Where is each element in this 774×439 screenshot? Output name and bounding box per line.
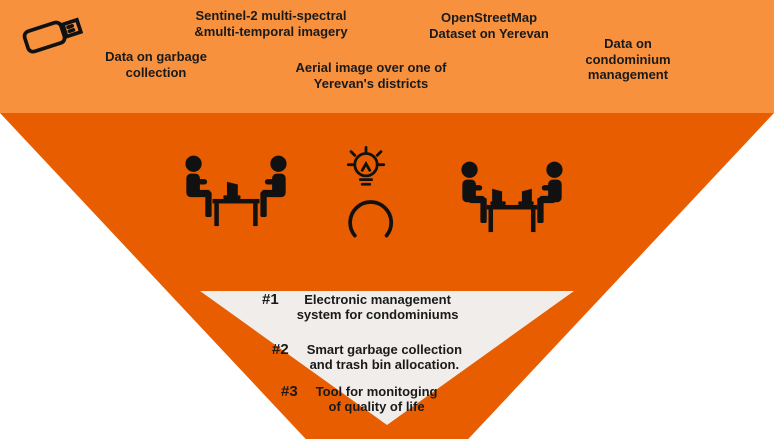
- team-meeting-table-icon: [180, 152, 292, 231]
- output-label-1: Electronic management system for condomi…: [296, 292, 459, 322]
- output-number-3: #3: [281, 383, 298, 400]
- output-row-1: #1 Electronic management system for cond…: [262, 292, 459, 322]
- input-label-condominium: Data on condominium management: [585, 36, 671, 82]
- output-row-3: #3 Tool for monitoging of quality of lif…: [281, 384, 437, 414]
- input-label-garbage: Data on garbage collection: [105, 49, 207, 80]
- output-number-1: #1: [262, 291, 279, 308]
- pair-working-laptops-icon: [456, 158, 568, 237]
- input-label-openstreetmap: OpenStreetMap Dataset on Yerevan: [429, 10, 549, 41]
- output-number-2: #2: [272, 341, 289, 358]
- output-label-2: Smart garbage collection and trash bin a…: [306, 342, 463, 372]
- output-row-2: #2 Smart garbage collection and trash bi…: [272, 342, 462, 372]
- usb-flash-drive-icon: [17, 4, 96, 64]
- output-label-3: Tool for monitoging of quality of life: [315, 384, 438, 414]
- input-label-sentinel: Sentinel-2 multi-spectral &multi-tempora…: [194, 8, 348, 39]
- input-label-aerial: Aerial image over one of Yerevan's distr…: [295, 60, 447, 91]
- idea-lightbulb-person-icon: [324, 146, 408, 239]
- inputs-band: [0, 0, 774, 113]
